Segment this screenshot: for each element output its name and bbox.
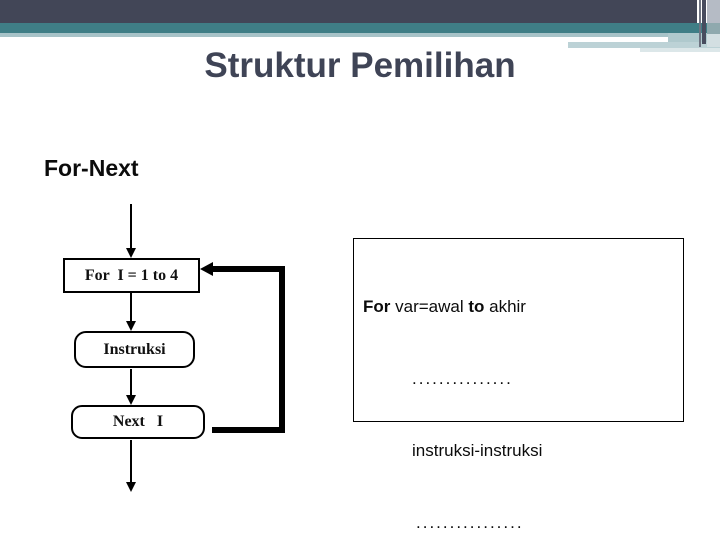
edge-stripe-5 [707,34,720,47]
next-node-label: Next I [112,413,164,430]
loop-line-right [279,266,285,433]
arrow-down-icon [126,482,136,492]
flowchart-for-node: For I = 1 to 4 [63,258,200,293]
loop-line-top [213,266,285,272]
lightest-accent-band [640,48,720,52]
to-keyword: to [468,297,485,316]
flow-connector-for-instruksi [130,293,132,322]
syntax-box: For var=awal to akhir ............... in… [353,238,684,532]
lighter-accent-band [568,42,720,48]
edge-stripe-4 [707,23,720,34]
light-accent-band [0,33,668,37]
arrow-down-icon [126,395,136,405]
code-line-dots-2: ................ [416,513,524,532]
flowchart-instruksi-node: Instruksi [74,331,195,368]
code-line-dots-1: ............... [412,369,513,388]
edge-stripe-3 [707,0,720,23]
arrow-left-icon [200,262,213,276]
teal-accent-bar [0,23,720,33]
code-line-for: For var=awal to akhir [363,297,526,316]
arrow-down-icon [126,321,136,331]
flowchart-next-node: Next I [71,405,205,439]
flow-connector-instruksi-next [130,369,132,396]
flow-connector-bottom [130,440,132,483]
page-title: Struktur Pemilihan [204,46,516,85]
edge-stripe-1 [699,0,701,47]
arrow-down-icon [126,248,136,258]
for-keyword: For [363,297,391,316]
accent-band-corner [668,33,720,42]
code-line-instruksi: instruksi-instruksi [412,441,543,460]
instruksi-node-label: Instruksi [103,340,166,358]
for-node-label: For I = 1 to 4 [84,266,179,284]
loop-line-bottom [212,427,285,433]
flow-connector-top [130,204,132,249]
edge-stripe-2 [702,0,706,44]
section-heading: For-Next [44,155,139,181]
navy-title-bar [0,0,697,23]
